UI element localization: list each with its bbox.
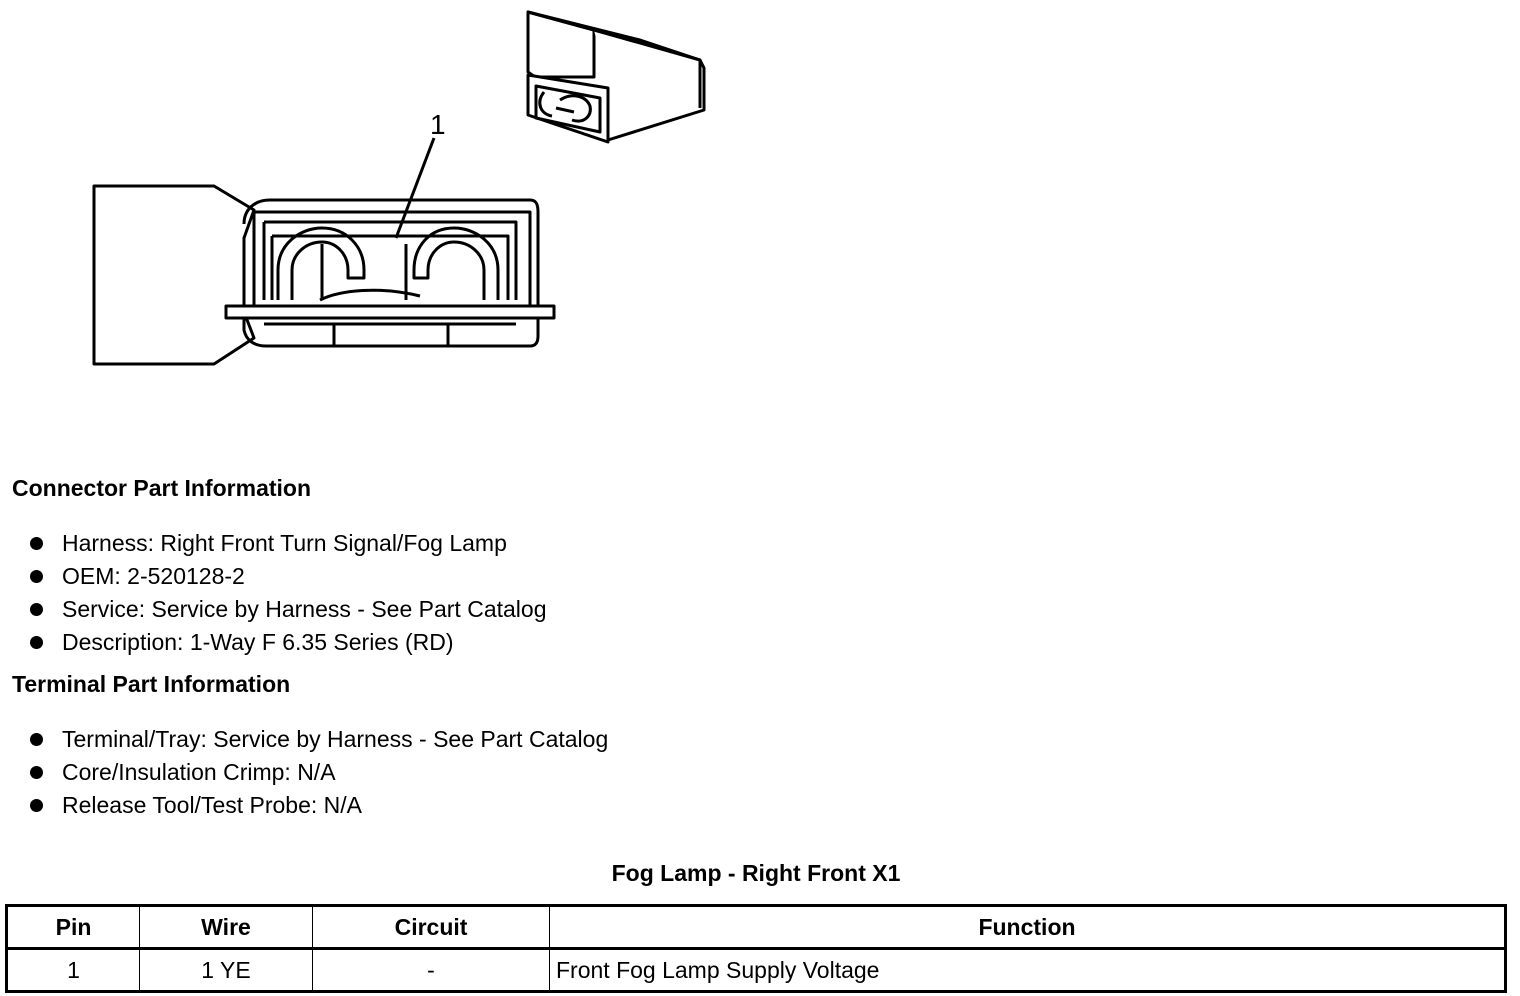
connector-oem: OEM: 2-520128-2 — [62, 563, 245, 589]
list-item: Core/Insulation Crimp: N/A — [28, 756, 608, 789]
terminal-info-list: Terminal/Tray: Service by Harness - See … — [28, 723, 608, 822]
table-title: Fog Lamp - Right Front X1 — [611, 860, 901, 886]
callout-number: 1 — [430, 109, 446, 140]
list-item: Description: 1-Way F 6.35 Series (RD) — [28, 626, 546, 659]
bullet-icon — [30, 636, 43, 649]
terminal-release-tool: Release Tool/Test Probe: N/A — [62, 792, 363, 818]
table-row: 1 1 YE - Front Fog Lamp Supply Voltage — [6, 948, 1506, 992]
list-item: Release Tool/Test Probe: N/A — [28, 789, 608, 822]
list-item: Harness: Right Front Turn Signal/Fog Lam… — [28, 527, 546, 560]
list-item: Terminal/Tray: Service by Harness - See … — [28, 723, 608, 756]
header-wire: Wire — [139, 905, 313, 949]
connector-description: Description: 1-Way F 6.35 Series (RD) — [62, 629, 454, 655]
connector-illustration: 1 — [92, 10, 706, 366]
connector-front-view — [92, 137, 556, 366]
header-pin: Pin — [6, 905, 140, 949]
pinout-table: Pin Wire Circuit Function 1 1 YE - Front… — [5, 904, 1507, 993]
bullet-icon — [30, 537, 43, 550]
bullet-icon — [30, 570, 43, 583]
cell-circuit: - — [312, 948, 550, 992]
bullet-icon — [30, 733, 43, 746]
terminal-tray: Terminal/Tray: Service by Harness - See … — [62, 726, 609, 752]
connector-section-title: Connector Part Information — [12, 475, 312, 501]
connector-harness: Harness: Right Front Turn Signal/Fog Lam… — [62, 530, 507, 556]
connector-small-view — [526, 10, 706, 144]
terminal-section-title: Terminal Part Information — [12, 671, 291, 697]
cell-function: Front Fog Lamp Supply Voltage — [549, 948, 1506, 992]
list-item: OEM: 2-520128-2 — [28, 560, 546, 593]
header-circuit: Circuit — [312, 905, 550, 949]
connector-service: Service: Service by Harness - See Part C… — [62, 596, 547, 622]
list-item: Service: Service by Harness - See Part C… — [28, 593, 546, 626]
bullet-icon — [30, 799, 43, 812]
cell-pin: 1 — [6, 948, 140, 992]
cell-wire: 1 YE — [139, 948, 313, 992]
bullet-icon — [30, 603, 43, 616]
bullet-icon — [30, 766, 43, 779]
terminal-crimp: Core/Insulation Crimp: N/A — [62, 759, 336, 785]
table-header-row: Pin Wire Circuit Function — [6, 905, 1506, 949]
connector-info-list: Harness: Right Front Turn Signal/Fog Lam… — [28, 527, 546, 659]
header-function: Function — [549, 905, 1506, 949]
